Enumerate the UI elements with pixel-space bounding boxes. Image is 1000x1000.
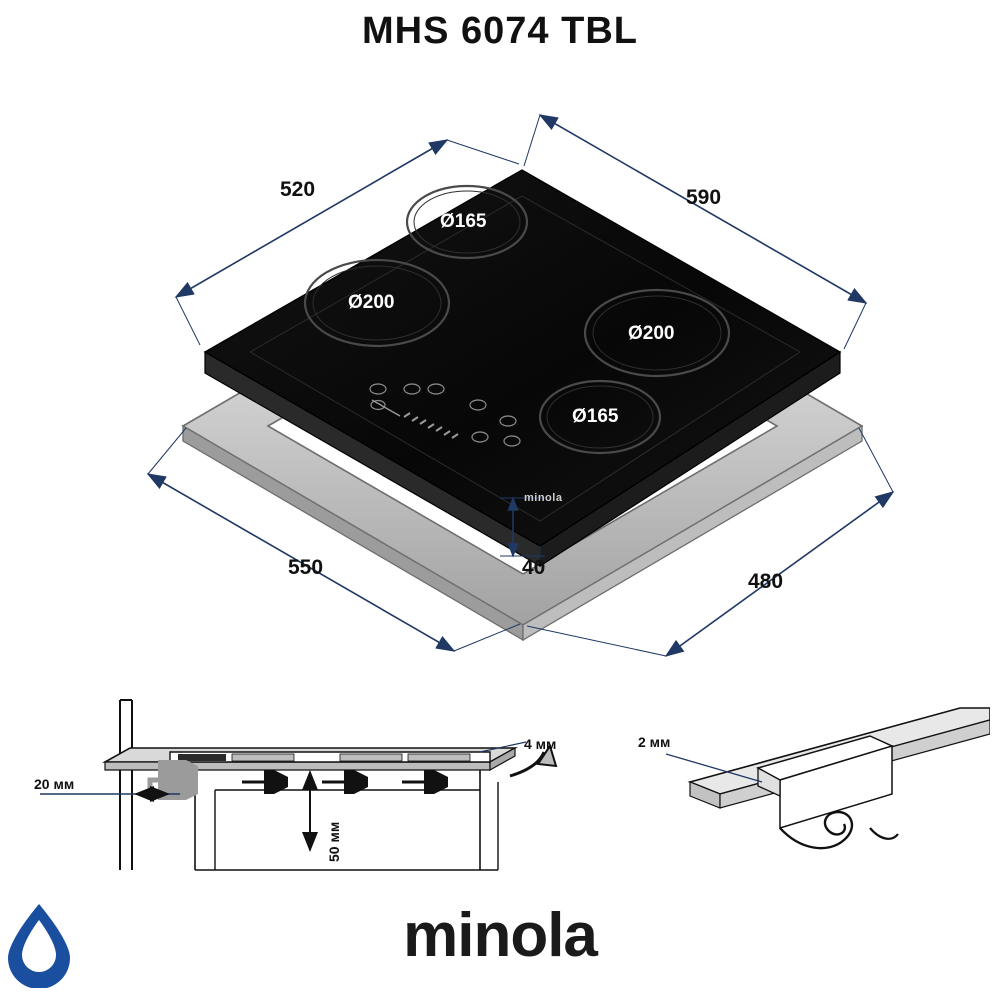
burner-front-right-label: Ø165 bbox=[572, 406, 619, 427]
main-diagram-svg bbox=[146, 114, 895, 657]
thickness-2mm-label: 2 мм bbox=[638, 734, 671, 750]
panel-brand-mark: minola bbox=[524, 492, 563, 504]
water-drop-icon bbox=[8, 904, 70, 988]
dimension-520-label: 520 bbox=[280, 178, 316, 201]
touch-control-panel-graphics bbox=[369, 383, 521, 447]
gap-4mm-label: 4 мм bbox=[524, 736, 557, 752]
page-title: MHS 6074 TBL bbox=[362, 10, 638, 52]
burner-rear-right-label: Ø200 bbox=[628, 323, 675, 344]
install-right-svg bbox=[665, 707, 990, 850]
burner-rear-left-label: Ø165 bbox=[440, 211, 487, 232]
dimension-480-label: 480 bbox=[748, 570, 784, 593]
burner-front-left-label: Ø200 bbox=[348, 292, 395, 313]
brand-lockup: minola bbox=[0, 900, 1000, 988]
clearance-20mm-label: 20 мм bbox=[34, 776, 75, 792]
install-left-svg bbox=[40, 699, 558, 871]
dimension-lines-main bbox=[146, 114, 895, 657]
dimension-40-label: 40 bbox=[522, 556, 546, 579]
brand-name: minola bbox=[403, 901, 598, 970]
depth-50mm-label: 50 мм bbox=[326, 821, 342, 862]
dimension-550-label: 550 bbox=[288, 556, 324, 579]
dimension-590-label: 590 bbox=[686, 186, 722, 209]
